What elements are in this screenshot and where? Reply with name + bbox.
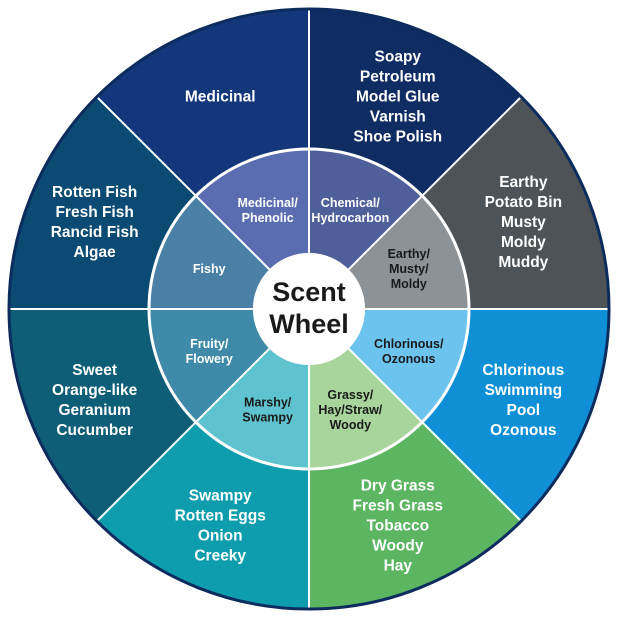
inner-label-fishy: Fishy bbox=[193, 262, 226, 276]
inner-segment-chemical bbox=[309, 149, 423, 270]
inner-segment-fruity bbox=[149, 309, 270, 423]
inner-segment-fishy bbox=[149, 195, 270, 309]
segment-divider bbox=[96, 96, 271, 271]
inner-segment-medicinal bbox=[195, 149, 309, 270]
inner-segment-grassy bbox=[309, 348, 423, 469]
inner-label-fruity: Fruity/Flowery bbox=[186, 337, 233, 366]
inner-label-medicinal: Medicinal/Phenolic bbox=[237, 196, 298, 225]
segment-divider bbox=[347, 96, 522, 271]
inner-label-grassy: Grassy/Hay/Straw/Woody bbox=[318, 388, 382, 432]
inner-segment-chlorinous bbox=[348, 309, 469, 423]
inner-label-marshy: Marshy/Swampy bbox=[242, 396, 293, 425]
inner-ring-border bbox=[147, 147, 471, 471]
inner-label-earthy: Earthy/Musty/Moldy bbox=[388, 247, 431, 291]
outer-label-medicinal: Medicinal bbox=[185, 89, 256, 106]
outer-ring-border bbox=[7, 7, 611, 611]
inner-label-chemical: Chemical/Hydrocarbon bbox=[311, 196, 389, 225]
segment-divider bbox=[96, 347, 271, 522]
center-disc bbox=[253, 253, 365, 365]
inner-label-chlorinous: Chlorinous/Ozonous bbox=[374, 337, 444, 366]
wheel-dividers bbox=[7, 7, 611, 611]
segment-divider bbox=[347, 347, 522, 522]
inner-segment-marshy bbox=[195, 348, 309, 469]
inner-segment-earthy bbox=[348, 195, 469, 309]
